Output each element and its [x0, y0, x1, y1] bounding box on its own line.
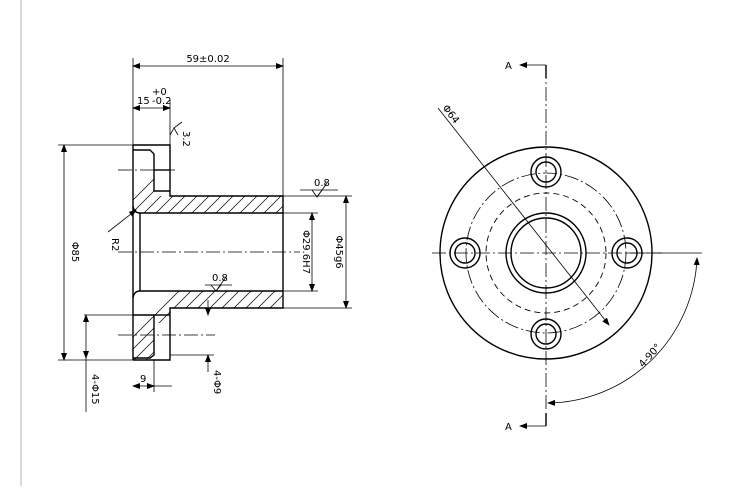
dim-bore: Φ29.6H7 — [283, 212, 318, 292]
dim-cbores: 4-Φ15 — [83, 314, 133, 412]
tol-lower: -0.2 — [152, 96, 172, 107]
dim-overall-length-text: 59±0.02 — [186, 54, 229, 65]
surface-finish-bore: 0.8 — [205, 273, 232, 292]
section-marker-top: A — [505, 61, 547, 78]
dim-flange-diameter: Φ85 — [58, 144, 133, 361]
surface-finish-flange: 3.2 — [169, 121, 191, 147]
dim-fillet-text: R2 — [109, 238, 120, 251]
dim-flange-thickness-text: 15 — [137, 96, 150, 107]
svg-text:0.8: 0.8 — [314, 178, 330, 189]
dim-flange-thickness: 15 +0 -0.2 — [132, 87, 172, 145]
section-label-bottom: A — [505, 422, 512, 433]
dim-cbore-depth: 9 — [132, 360, 172, 392]
dim-holes-text: 4-Φ9 — [211, 370, 222, 394]
svg-text:0.8: 0.8 — [212, 273, 228, 284]
section-marker-bottom: A — [505, 413, 547, 433]
dim-flange-diameter-text: Φ85 — [69, 242, 80, 263]
part-outline — [132, 144, 284, 361]
svg-text:3.2: 3.2 — [180, 131, 191, 147]
dim-cbores-text: 4-Φ15 — [89, 374, 100, 405]
dim-overall-length: 59±0.02 — [132, 54, 284, 196]
dim-fillet: R2 — [107, 209, 137, 251]
dim-angle-text: 4-90° — [637, 342, 664, 370]
surface-finish-hub: 0.8 — [300, 178, 338, 198]
dim-bolt-circle: Φ64 — [437, 103, 610, 326]
dim-holes: 4-Φ9 — [170, 300, 222, 394]
dim-angle: 4-90° — [547, 252, 702, 406]
section-view: 59±0.02 15 +0 -0.2 3.2 Φ85 — [58, 54, 352, 412]
sheet-border-line — [20, 0, 22, 486]
section-label-top: A — [505, 61, 512, 72]
dim-hub-diameter-text: Φ45g6 — [333, 235, 344, 268]
tol-upper: +0 — [152, 87, 167, 98]
front-view: A A Φ64 4-90° — [432, 61, 702, 433]
dim-bore-text: Φ29.6H7 — [300, 230, 311, 274]
dim-cbore-depth-text: 9 — [140, 374, 146, 385]
